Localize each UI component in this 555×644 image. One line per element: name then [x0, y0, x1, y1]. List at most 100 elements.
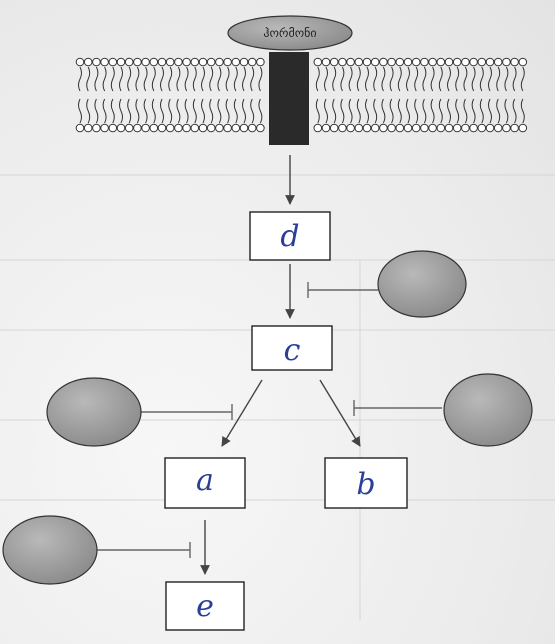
box-b	[324, 457, 408, 509]
lipid-head	[461, 57, 470, 67]
lipid-head	[338, 123, 347, 133]
lipid-head	[83, 57, 93, 67]
lipid-head	[403, 123, 413, 133]
lipid-head	[518, 57, 528, 67]
lipid-head	[174, 123, 183, 133]
arrow-c-to-b	[319, 379, 361, 447]
lipid-head	[428, 57, 437, 67]
lipid-head	[510, 123, 519, 133]
receptor-transmembrane-body	[269, 52, 309, 145]
lipid-head	[395, 57, 405, 67]
lipid-head	[149, 57, 159, 67]
lipid-head	[411, 123, 421, 133]
lipid-head	[420, 123, 429, 133]
box-c	[251, 325, 333, 371]
lipid-head	[165, 57, 175, 67]
lipid-head	[174, 57, 183, 67]
lipid-head	[231, 123, 241, 133]
box-d-letter: d	[280, 219, 299, 254]
lipid-tail	[389, 66, 394, 124]
lipid-tail	[201, 66, 205, 124]
lipid-head	[469, 123, 478, 133]
lipid-head	[256, 123, 265, 133]
inhibitor-ellipse-4	[2, 515, 98, 585]
lipid-tail	[430, 66, 435, 124]
lipid-head	[133, 57, 142, 67]
lipid-head	[321, 57, 331, 67]
lipid-head	[510, 57, 519, 67]
lipid-head	[75, 123, 85, 133]
lipid-head	[403, 57, 413, 67]
lipid-tail	[168, 66, 173, 124]
lipid-tail	[151, 66, 156, 124]
arrow-c-to-a	[221, 379, 263, 447]
receptor: ჰორმონი	[227, 15, 353, 145]
lipid-tail	[217, 66, 222, 124]
lipid-head	[477, 123, 487, 133]
lipid-head	[313, 123, 323, 133]
lipid-head	[247, 57, 257, 67]
box-a	[164, 457, 246, 509]
lipid-head	[461, 123, 470, 133]
lipid-tail	[356, 66, 361, 124]
lipid-head	[346, 123, 355, 133]
lipid-head	[92, 123, 101, 133]
lipid-head	[485, 57, 495, 67]
lipid-head	[502, 57, 511, 67]
lipid-tail	[340, 66, 345, 124]
lipid-tail	[94, 66, 99, 124]
lipid-tail	[422, 66, 427, 124]
lipid-head	[502, 123, 511, 133]
lipid-head	[116, 57, 126, 67]
lipid-tail	[512, 66, 517, 124]
lipid-head	[215, 57, 224, 67]
lipid-bilayer-membrane	[75, 57, 528, 133]
lipid-head	[338, 57, 347, 67]
lipid-head	[444, 123, 454, 133]
lipid-head	[141, 57, 150, 67]
lipid-head	[313, 57, 323, 67]
lipid-head	[100, 123, 109, 133]
lipid-head	[420, 57, 429, 67]
lipid-head	[182, 57, 191, 67]
lipid-tail	[86, 66, 91, 124]
lipid-head	[370, 57, 380, 67]
lipid-head	[247, 123, 257, 133]
lipid-tail	[496, 66, 501, 124]
lipid-tail	[455, 66, 460, 124]
lipid-tail	[373, 66, 378, 124]
lipid-head	[141, 123, 150, 133]
lipid-tail	[348, 66, 353, 124]
lipid-tail	[520, 66, 525, 124]
lipid-head	[190, 123, 200, 133]
lipid-head	[223, 123, 232, 133]
lipid-head	[124, 57, 134, 67]
lipid-head	[223, 57, 232, 67]
lipid-head	[485, 123, 495, 133]
lipid-tail	[438, 66, 443, 124]
lipid-tail	[110, 66, 115, 124]
lipid-tail	[447, 66, 451, 124]
lipid-head	[469, 57, 478, 67]
lipid-head	[100, 57, 109, 67]
lipid-head	[206, 123, 216, 133]
lipid-head	[444, 57, 454, 67]
lipid-head	[92, 57, 101, 67]
lipid-tail	[176, 66, 181, 124]
box-a-letter: a	[196, 463, 214, 498]
lipid-head	[493, 123, 503, 133]
inhibitor-ellipse-1	[377, 250, 467, 318]
lipid-head	[329, 57, 339, 67]
lipid-head	[411, 57, 421, 67]
lipid-head	[387, 123, 396, 133]
lipid-tail	[414, 66, 419, 124]
box-e-letter: e	[196, 589, 214, 624]
lipid-head	[518, 123, 528, 133]
lipid-tail	[225, 66, 230, 124]
lipid-head	[149, 123, 159, 133]
lipid-tail	[192, 66, 197, 124]
lipid-tail	[258, 66, 263, 124]
lipid-tail	[504, 66, 509, 124]
